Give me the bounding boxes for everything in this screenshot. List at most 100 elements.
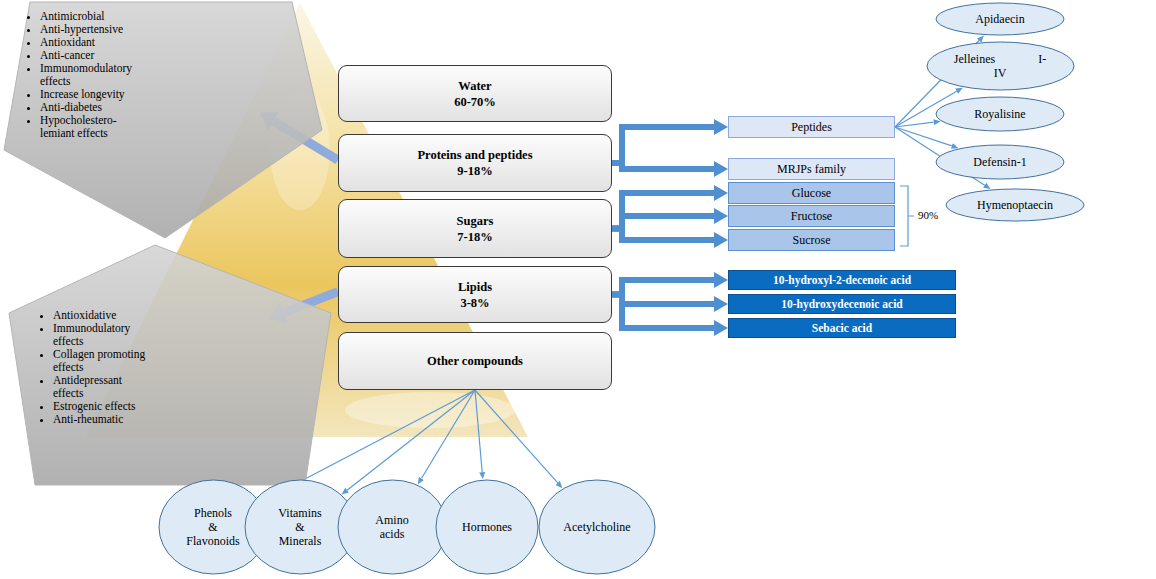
box-label: Peptides: [791, 120, 832, 134]
effect-list: AntioxidativeImmunodulatory effectsColla…: [39, 309, 153, 426]
effect-item: Immunomodulatory effects: [40, 62, 152, 88]
connector-arrow: [612, 193, 714, 229]
ellipse-shape: [936, 145, 1064, 179]
ellipse-shape: [946, 189, 1084, 221]
ellipse-shape: [936, 3, 1064, 35]
band-label: 3-8%: [458, 295, 492, 311]
connector-arrow: [612, 295, 714, 329]
ellipse-shape: [436, 480, 538, 574]
lipid-acid-box: Sebacic acid: [728, 318, 956, 338]
peptide-ellipse: Defensin-1: [935, 144, 1065, 180]
text-block: Sugars7-18%: [457, 213, 494, 245]
peptide-ellipse: Jelleines I-IV: [926, 41, 1075, 91]
jar-highlight: [345, 392, 515, 428]
percent-label: 90%: [917, 209, 939, 222]
text-block: Sucrose: [793, 233, 831, 247]
connector-arrow: [475, 390, 482, 472]
band-label: Lipids: [458, 279, 492, 295]
connector-arrow: [421, 390, 475, 478]
connector-arrow: [475, 390, 558, 483]
effect-item: Antioxidative: [53, 309, 153, 322]
connector-arrow: [612, 127, 714, 163]
connector-arrow: [347, 390, 475, 490]
text-block: Amino acids: [354, 513, 431, 541]
sugar-box: Sucrose: [728, 229, 895, 251]
effect-list: AntimicrobialAnti-hypertensiveAntioxidan…: [26, 10, 152, 140]
effects-pentagon: AntimicrobialAnti-hypertensiveAntioxidan…: [0, 0, 325, 240]
box-label: Fructose: [791, 209, 832, 223]
text-block: Acetylcholine: [563, 520, 630, 534]
compound-ellipse: Acetylcholine: [538, 479, 656, 575]
connector-arrow: [612, 295, 714, 305]
text-block: 10-hydroxydecenoic acid: [781, 297, 903, 311]
text-block: Other compounds: [427, 353, 523, 369]
pentagon-shape: [4, 2, 322, 238]
text-block: 10-hydroxyl-2-decenoic acid: [773, 273, 911, 287]
ellipse-shape: [539, 480, 655, 574]
sugar-box: Fructose: [728, 205, 895, 227]
text-block: Peptides: [791, 120, 832, 134]
text-block: Defensin-1: [973, 155, 1026, 169]
peptide-box: Peptides: [728, 116, 895, 138]
text-block: Hormones: [462, 520, 512, 534]
band-label: Proteins and peptides: [417, 147, 532, 163]
ellipse-label: Apidaecin: [975, 12, 1024, 26]
composition-band: Proteins and peptides9-18%: [338, 134, 612, 192]
connector-arrow: [895, 127, 952, 146]
ellipse-label: Vitamins & Minerals: [261, 506, 339, 548]
text-block: Water60-70%: [454, 78, 496, 110]
composition-band: Other compounds: [338, 332, 612, 390]
lipid-acid-box: 10-hydroxydecenoic acid: [728, 294, 956, 314]
ellipse-label: Hymenoptaecin: [977, 198, 1053, 212]
peptide-ellipse: Apidaecin: [935, 2, 1065, 36]
composition-band: Sugars7-18%: [338, 199, 612, 258]
box-label: Sucrose: [793, 233, 831, 247]
effect-item: Immunodulatory effects: [53, 322, 153, 348]
effect-item: Collagen promoting effects: [53, 348, 153, 374]
effect-item: Hypocholestero- lemiant effects: [40, 114, 135, 140]
band-label: Water: [454, 78, 496, 94]
text-block: Vitamins & Minerals: [261, 506, 339, 548]
effect-item: Increase longevity: [40, 88, 152, 101]
band-label: Other compounds: [427, 353, 523, 369]
band-label: 7-18%: [457, 229, 494, 245]
text-block: Glucose: [792, 186, 831, 200]
ellipse-label: Defensin-1: [973, 155, 1026, 169]
compound-ellipse: Hormones: [435, 479, 539, 575]
ellipse-label: Acetylcholine: [563, 520, 630, 534]
box-label: Sebacic acid: [812, 321, 872, 335]
effect-item: Anti-rheumatic: [53, 413, 153, 426]
ellipse-shape: [338, 480, 447, 574]
text-block: Hymenoptaecin: [977, 198, 1053, 212]
ellipse-label: Royalisine: [974, 107, 1025, 121]
effect-item: Estrogenic effects: [53, 400, 153, 413]
pentagon-shape: [9, 245, 331, 485]
box-label: MRJPs family: [777, 162, 846, 176]
ellipse-shape: [927, 42, 1074, 90]
ellipse-label: Jelleines I-IV: [948, 52, 1052, 80]
ellipse-label: Hormones: [462, 520, 512, 534]
connector-arrow: [612, 216, 714, 229]
text-block: Phenols & Flavonoids: [175, 506, 252, 548]
text-block: Fructose: [791, 209, 832, 223]
effect-item: Anti-diabetes: [40, 101, 152, 114]
effect-item: Antidepressant effects: [53, 374, 153, 400]
text-block: MRJPs family: [777, 162, 846, 176]
effect-item: Antimicrobial: [40, 10, 152, 23]
composition-band: Water60-70%: [338, 65, 612, 122]
band-label: Sugars: [457, 213, 494, 229]
band-label: 60-70%: [454, 94, 496, 110]
peptide-ellipse: Hymenoptaecin: [945, 188, 1085, 222]
peptide-ellipse: Royalisine: [935, 96, 1065, 132]
ellipse-label: Amino acids: [354, 513, 431, 541]
sugar-box: Glucose: [728, 182, 895, 204]
box-label: 10-hydroxyl-2-decenoic acid: [773, 273, 911, 287]
connector-arrow: [895, 122, 934, 127]
ellipse-shape: [936, 97, 1064, 131]
effects-pentagon: AntioxidativeImmunodulatory effectsColla…: [5, 243, 335, 487]
effect-item: Antioxidant: [40, 36, 152, 49]
band-label: 9-18%: [417, 163, 532, 179]
ellipse-label: Phenols & Flavonoids: [175, 506, 252, 548]
connector-arrow: [612, 229, 714, 241]
